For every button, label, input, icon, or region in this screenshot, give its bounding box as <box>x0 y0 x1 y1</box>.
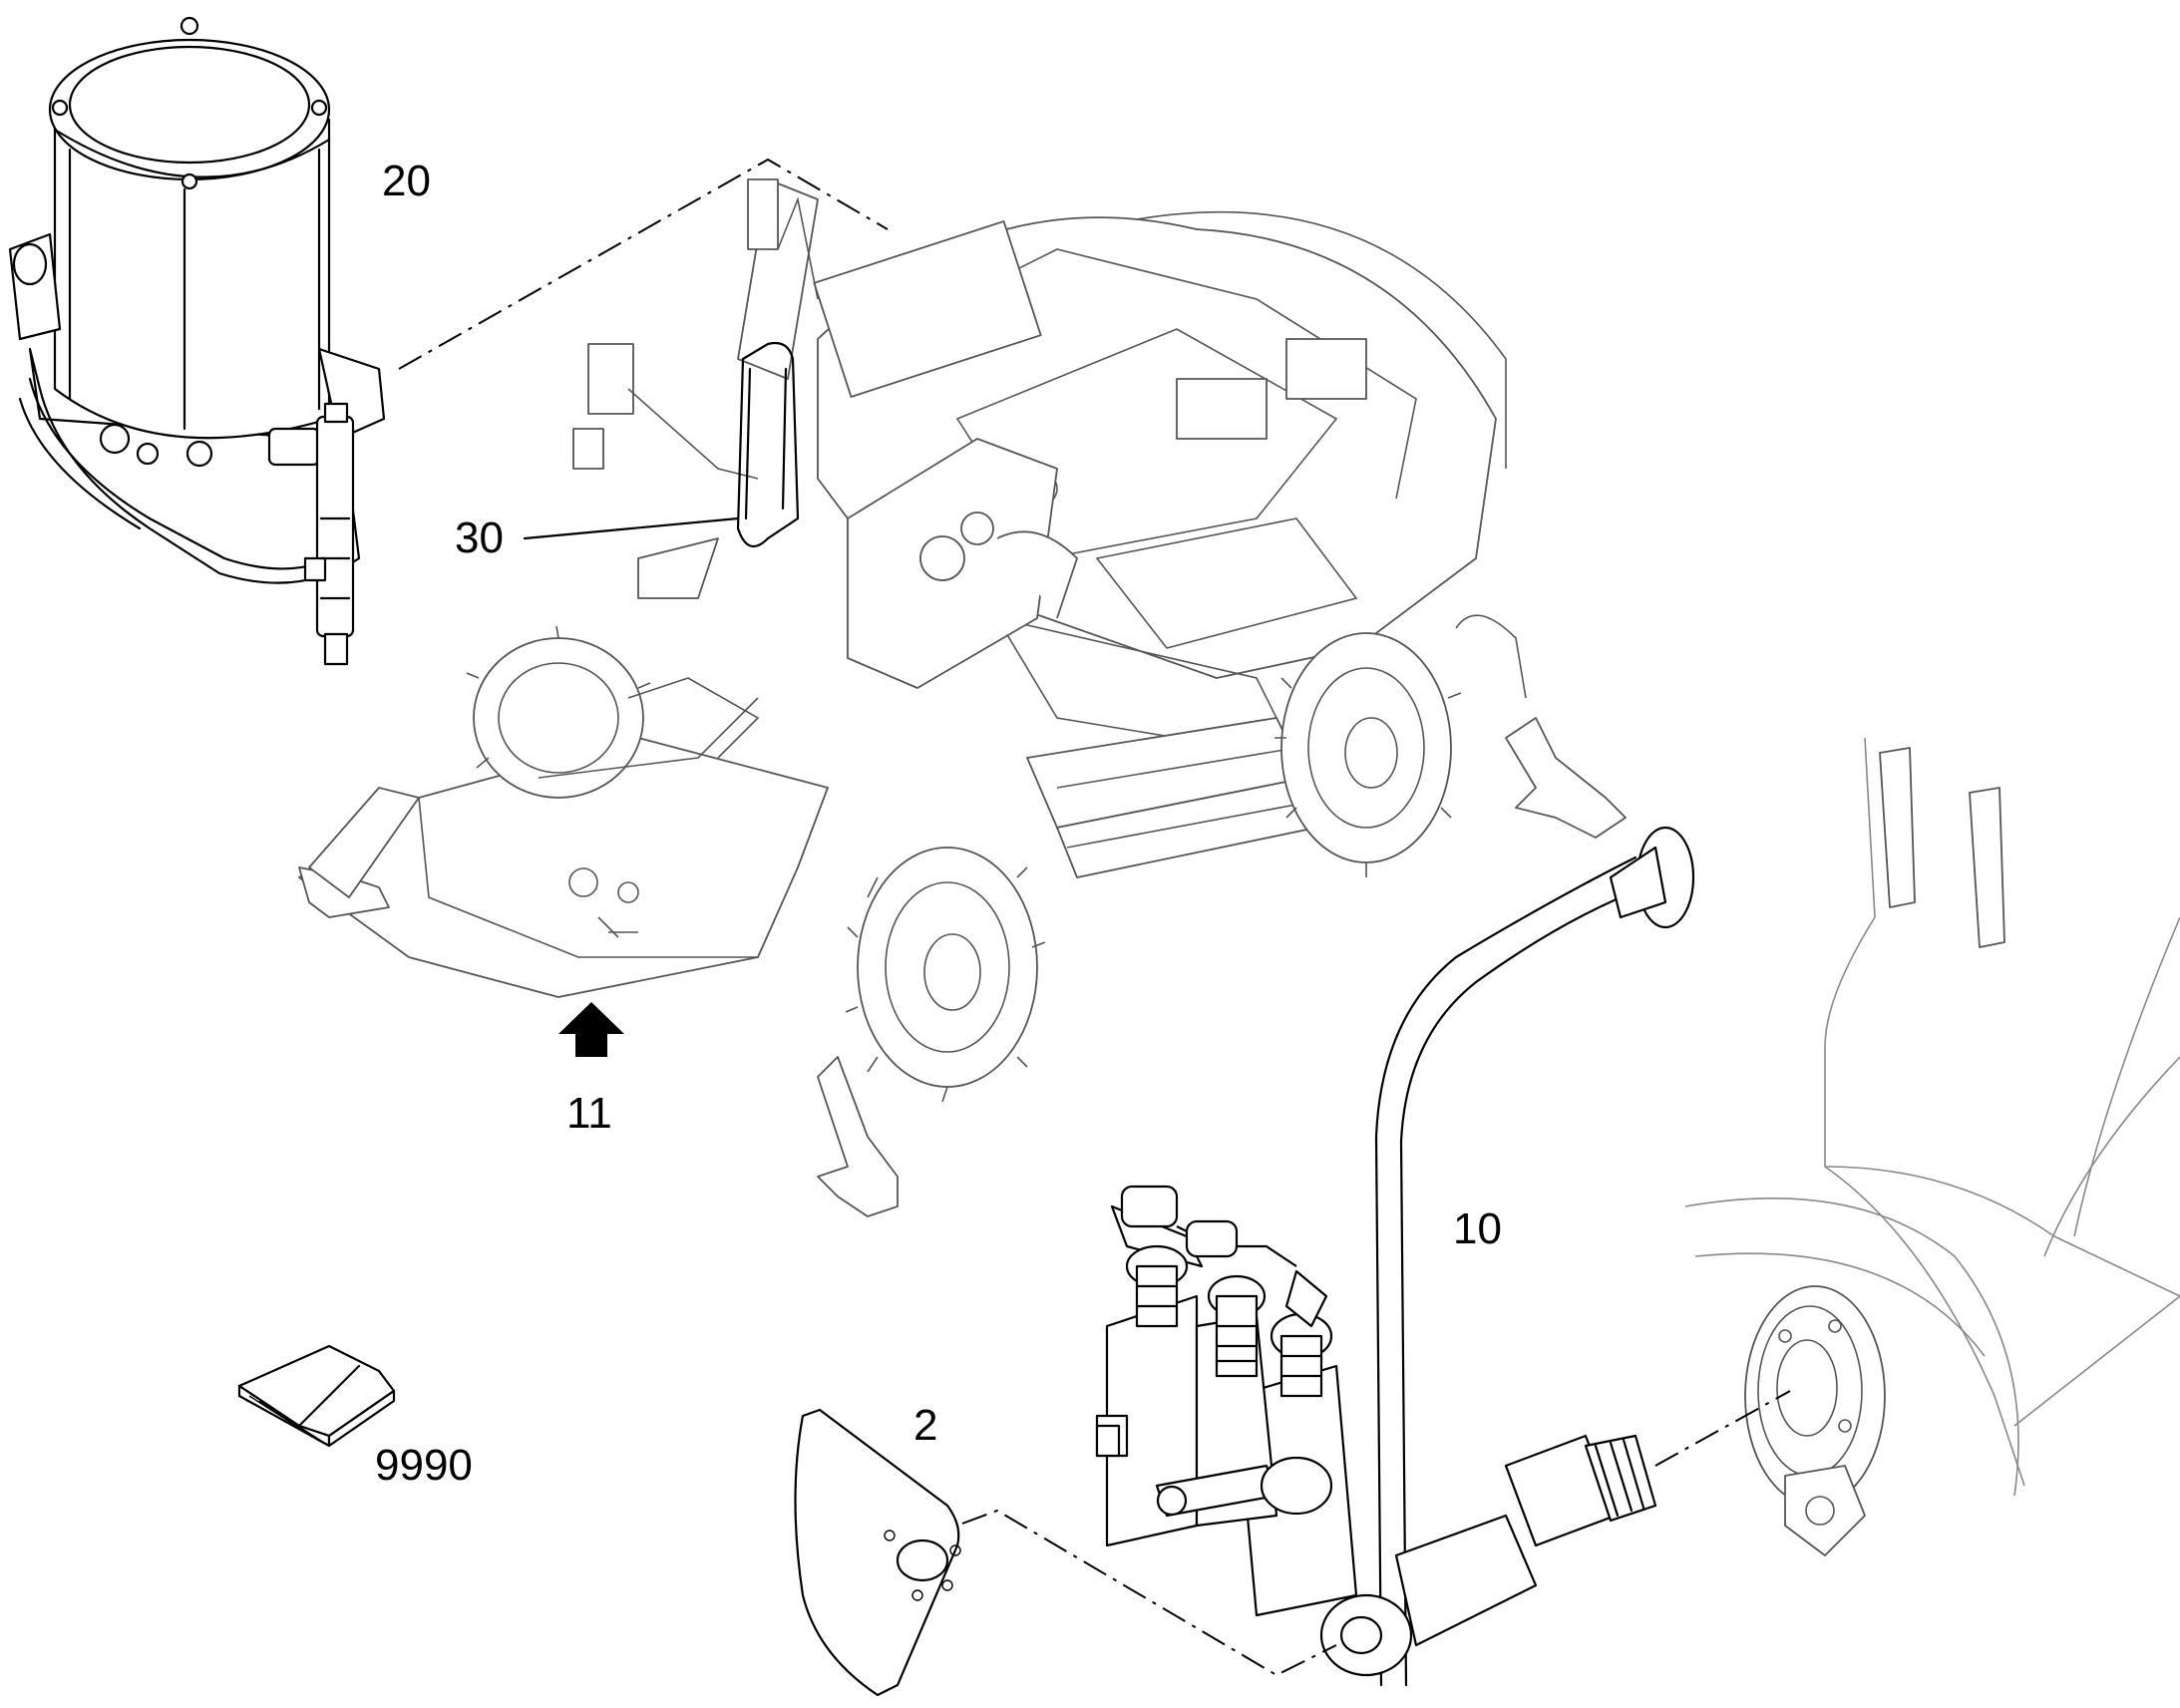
leader-10 <box>1654 1390 1791 1467</box>
distribution-valve-assembly <box>1095 826 1695 1687</box>
up-arrow-icon <box>558 1002 624 1057</box>
handrail-loop <box>736 341 800 548</box>
callout-2: 2 <box>913 1401 937 1450</box>
wheel-hub-detail <box>1684 737 2180 1556</box>
wheel-front-left <box>845 847 1046 1103</box>
wheel-rear-left <box>466 625 651 799</box>
wheeled-excavator-chassis <box>298 178 1627 1217</box>
callout-30: 30 <box>455 513 504 562</box>
gasket-plate <box>794 1408 961 1697</box>
callout-11: 11 <box>566 1089 612 1138</box>
grease-pump-reservoir <box>8 16 386 666</box>
leader-2 <box>961 1509 1337 1677</box>
wheel-rear-right <box>1274 632 1462 877</box>
leader-20 <box>398 158 889 370</box>
callout-9990: 9990 <box>375 1441 473 1490</box>
callout-20: 20 <box>382 157 431 205</box>
leader-30 <box>523 516 740 540</box>
callout-10: 10 <box>1453 1204 1502 1253</box>
manual-book-icon <box>237 1344 396 1448</box>
